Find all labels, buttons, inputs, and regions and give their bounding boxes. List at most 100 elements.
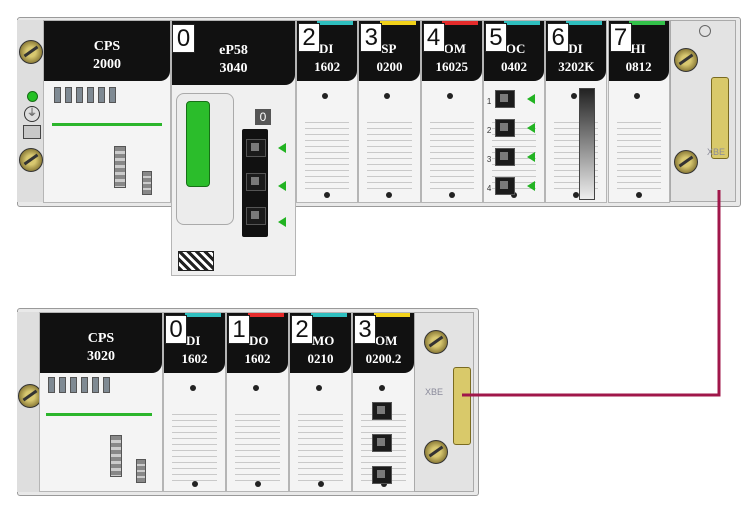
module-color-strip [441, 21, 478, 25]
reset-button[interactable] [23, 125, 41, 139]
power-led-icon [27, 91, 38, 102]
module-type-label: HI [630, 41, 646, 56]
module-type-label: eP58 [219, 43, 248, 58]
module-color-strip [185, 313, 221, 317]
terminal-pins [48, 377, 110, 393]
port-status-arrow-icon [526, 123, 535, 133]
label-area [554, 117, 599, 189]
status-led-icon [378, 385, 385, 391]
extender-label: XBE [425, 387, 444, 397]
slot-number-badge: 0 [165, 315, 187, 344]
module-color-strip [317, 21, 354, 25]
channel-number: 2 [486, 126, 492, 135]
module-screw-icon [380, 481, 387, 487]
channel-number: 4 [486, 184, 492, 193]
extender-port[interactable] [711, 77, 729, 159]
label-area [235, 409, 280, 481]
mount-screw-icon [674, 48, 698, 72]
module-color-strip [504, 21, 541, 25]
module-ref-label: 0210 [307, 351, 334, 366]
ethernet-port-icon[interactable] [494, 90, 515, 108]
connector-block [142, 171, 152, 195]
slot-number-badge: 2 [291, 315, 313, 344]
ethernet-port-icon[interactable] [372, 466, 392, 484]
slot-number-badge: 6 [547, 23, 570, 52]
module-type-label: SP [381, 41, 397, 56]
ethernet-port-icon[interactable] [246, 207, 266, 225]
status-led-icon [384, 93, 391, 99]
module-type-label: DI [319, 41, 334, 56]
channel-number: 1 [486, 97, 492, 106]
ethernet-port-icon[interactable] [246, 173, 266, 191]
memory-card-slot[interactable] [176, 93, 234, 225]
slot-number-badge: 3 [360, 23, 383, 52]
module-color-strip [379, 21, 416, 25]
port-status-arrow-icon [526, 181, 535, 191]
ethernet-port-icon[interactable] [494, 177, 515, 195]
module-ref-label: 1602 [314, 59, 341, 74]
module-screw-icon [191, 481, 198, 487]
status-led-icon [571, 93, 578, 99]
label-area [367, 117, 412, 189]
ground-icon: ⏚ [24, 106, 40, 122]
status-led-icon [315, 385, 322, 391]
ethernet-port-icon[interactable] [372, 434, 392, 452]
module-type-label: CPS [87, 331, 115, 346]
module-type-label: MO [312, 333, 335, 348]
module-ref-label: 2000 [93, 57, 121, 72]
module-color-strip [248, 313, 284, 317]
ethernet-port-icon[interactable] [494, 148, 515, 166]
slot-number-badge: 3 [354, 315, 376, 344]
connector-block [136, 459, 146, 483]
module-screw-icon [317, 481, 324, 487]
module-type-label: CPS [93, 39, 121, 54]
mount-screw-icon [674, 150, 698, 174]
ethernet-port-icon[interactable] [372, 402, 392, 420]
cpu-module[interactable]: eP58 3040 0 [171, 20, 296, 276]
ring-icon [699, 25, 711, 37]
module-type-label: OC [505, 41, 526, 56]
power-supply-module[interactable]: CPS 3020 [39, 312, 163, 492]
module-ref-label: 0402 [501, 59, 528, 74]
module-type-label: OM [375, 333, 398, 348]
connector-block [110, 435, 122, 477]
module-ref-label: 16025 [435, 59, 468, 74]
module-type-label: OM [443, 41, 466, 56]
mount-screw-icon [19, 148, 43, 172]
module-ref-label: 3020 [87, 349, 115, 364]
mount-screw-icon [19, 40, 43, 64]
slot-number-badge: 4 [422, 23, 445, 52]
port-status-arrow-icon [278, 217, 286, 227]
label-area [616, 117, 661, 189]
module-type-label: DI [186, 333, 201, 348]
module-ref-label: 1602 [181, 351, 208, 366]
module-type-label: DO [249, 333, 269, 348]
module-screw-icon [254, 481, 261, 487]
memory-card[interactable] [186, 101, 210, 187]
status-led-icon [252, 385, 259, 391]
status-bar [46, 413, 152, 416]
rack-extender-module[interactable]: XBE [670, 20, 736, 202]
slot-number-badge: 7 [609, 23, 632, 52]
status-led-icon [189, 385, 196, 391]
port-slot-number: 0 [255, 109, 271, 125]
status-bar [52, 123, 162, 126]
status-led-icon [633, 93, 640, 99]
ethernet-port-icon[interactable] [494, 119, 515, 137]
module-screw-icon [635, 192, 642, 198]
slot-number-badge: 1 [228, 315, 250, 344]
extender-port[interactable] [453, 367, 471, 445]
mount-screw-icon [424, 330, 448, 354]
io-module[interactable]: DO 1602 [226, 312, 289, 492]
status-led-icon [446, 93, 453, 99]
module-color-strip [374, 313, 410, 317]
label-area [172, 409, 217, 481]
power-supply-module[interactable]: CPS 2000 [43, 20, 171, 203]
label-area [305, 117, 350, 189]
connector-block [114, 146, 126, 188]
module-color-strip [311, 313, 347, 317]
label-area [429, 117, 474, 189]
module-color-strip [566, 21, 603, 25]
ethernet-port-icon[interactable] [246, 139, 266, 157]
terminal-pins [54, 87, 116, 103]
